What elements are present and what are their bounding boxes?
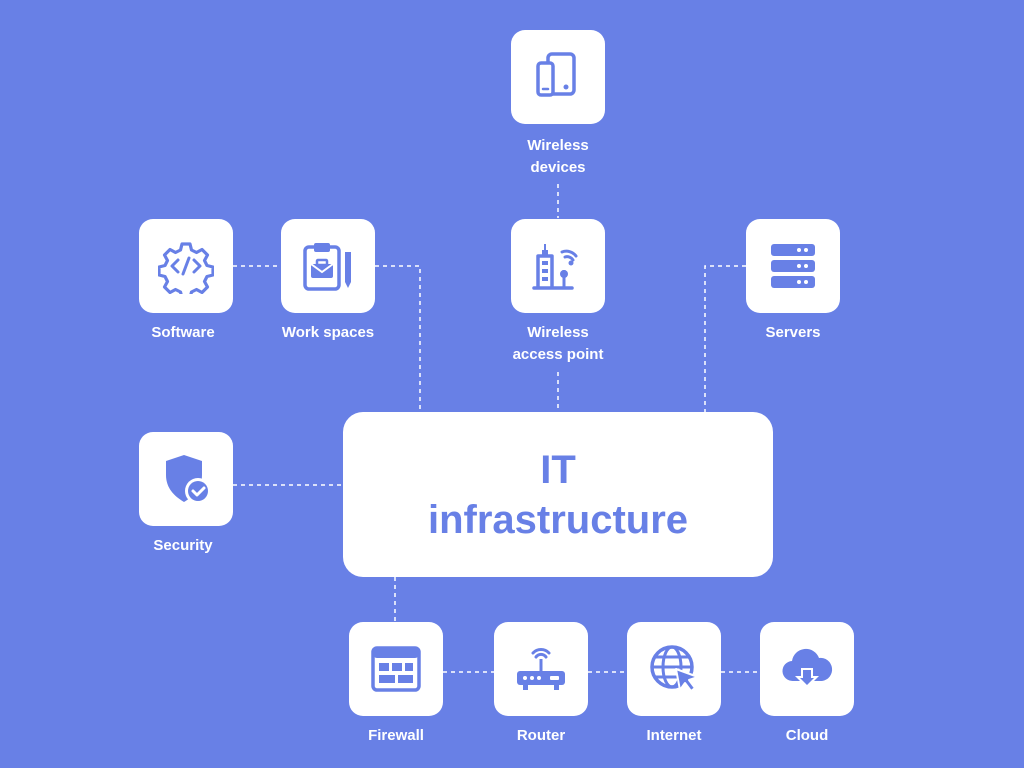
label-cloud: Cloud <box>785 727 829 744</box>
clipboard-pencil-icon <box>303 243 351 291</box>
gear-code-icon <box>158 242 214 294</box>
firewall-icon <box>371 646 421 692</box>
center-title-line1: IT <box>540 447 576 492</box>
node-firewall <box>349 622 443 716</box>
router-icon <box>517 648 565 690</box>
center-it-infrastructure: IT infrastructure <box>343 412 773 577</box>
label-servers: Servers <box>765 324 821 341</box>
node-security <box>139 432 233 526</box>
globe-cursor-icon <box>650 645 699 692</box>
node-internet <box>627 622 721 716</box>
node-work-spaces <box>281 219 375 313</box>
label-work-spaces: Work spaces <box>281 324 375 341</box>
label-security: Security <box>153 537 213 554</box>
label-software: Software <box>151 324 215 341</box>
label-wireless-devices: Wireless devices <box>527 137 589 176</box>
node-router <box>494 622 588 716</box>
cloud-download-icon <box>782 648 833 688</box>
label-internet: Internet <box>646 727 702 744</box>
center-title-line2: infrastructure <box>427 497 689 542</box>
label-router: Router <box>516 727 566 744</box>
shield-check-icon <box>166 455 211 504</box>
label-wireless-access-point: Wireless access point <box>512 324 604 363</box>
phone-tablet-icon <box>536 52 576 97</box>
label-firewall: Firewall <box>368 727 424 744</box>
node-wireless-devices <box>511 30 605 124</box>
building-wifi-icon <box>532 244 578 290</box>
node-wireless-access-point <box>511 219 605 313</box>
node-software <box>139 219 233 313</box>
node-servers <box>746 219 840 313</box>
node-cloud <box>760 622 854 716</box>
server-rack-icon <box>771 244 815 288</box>
